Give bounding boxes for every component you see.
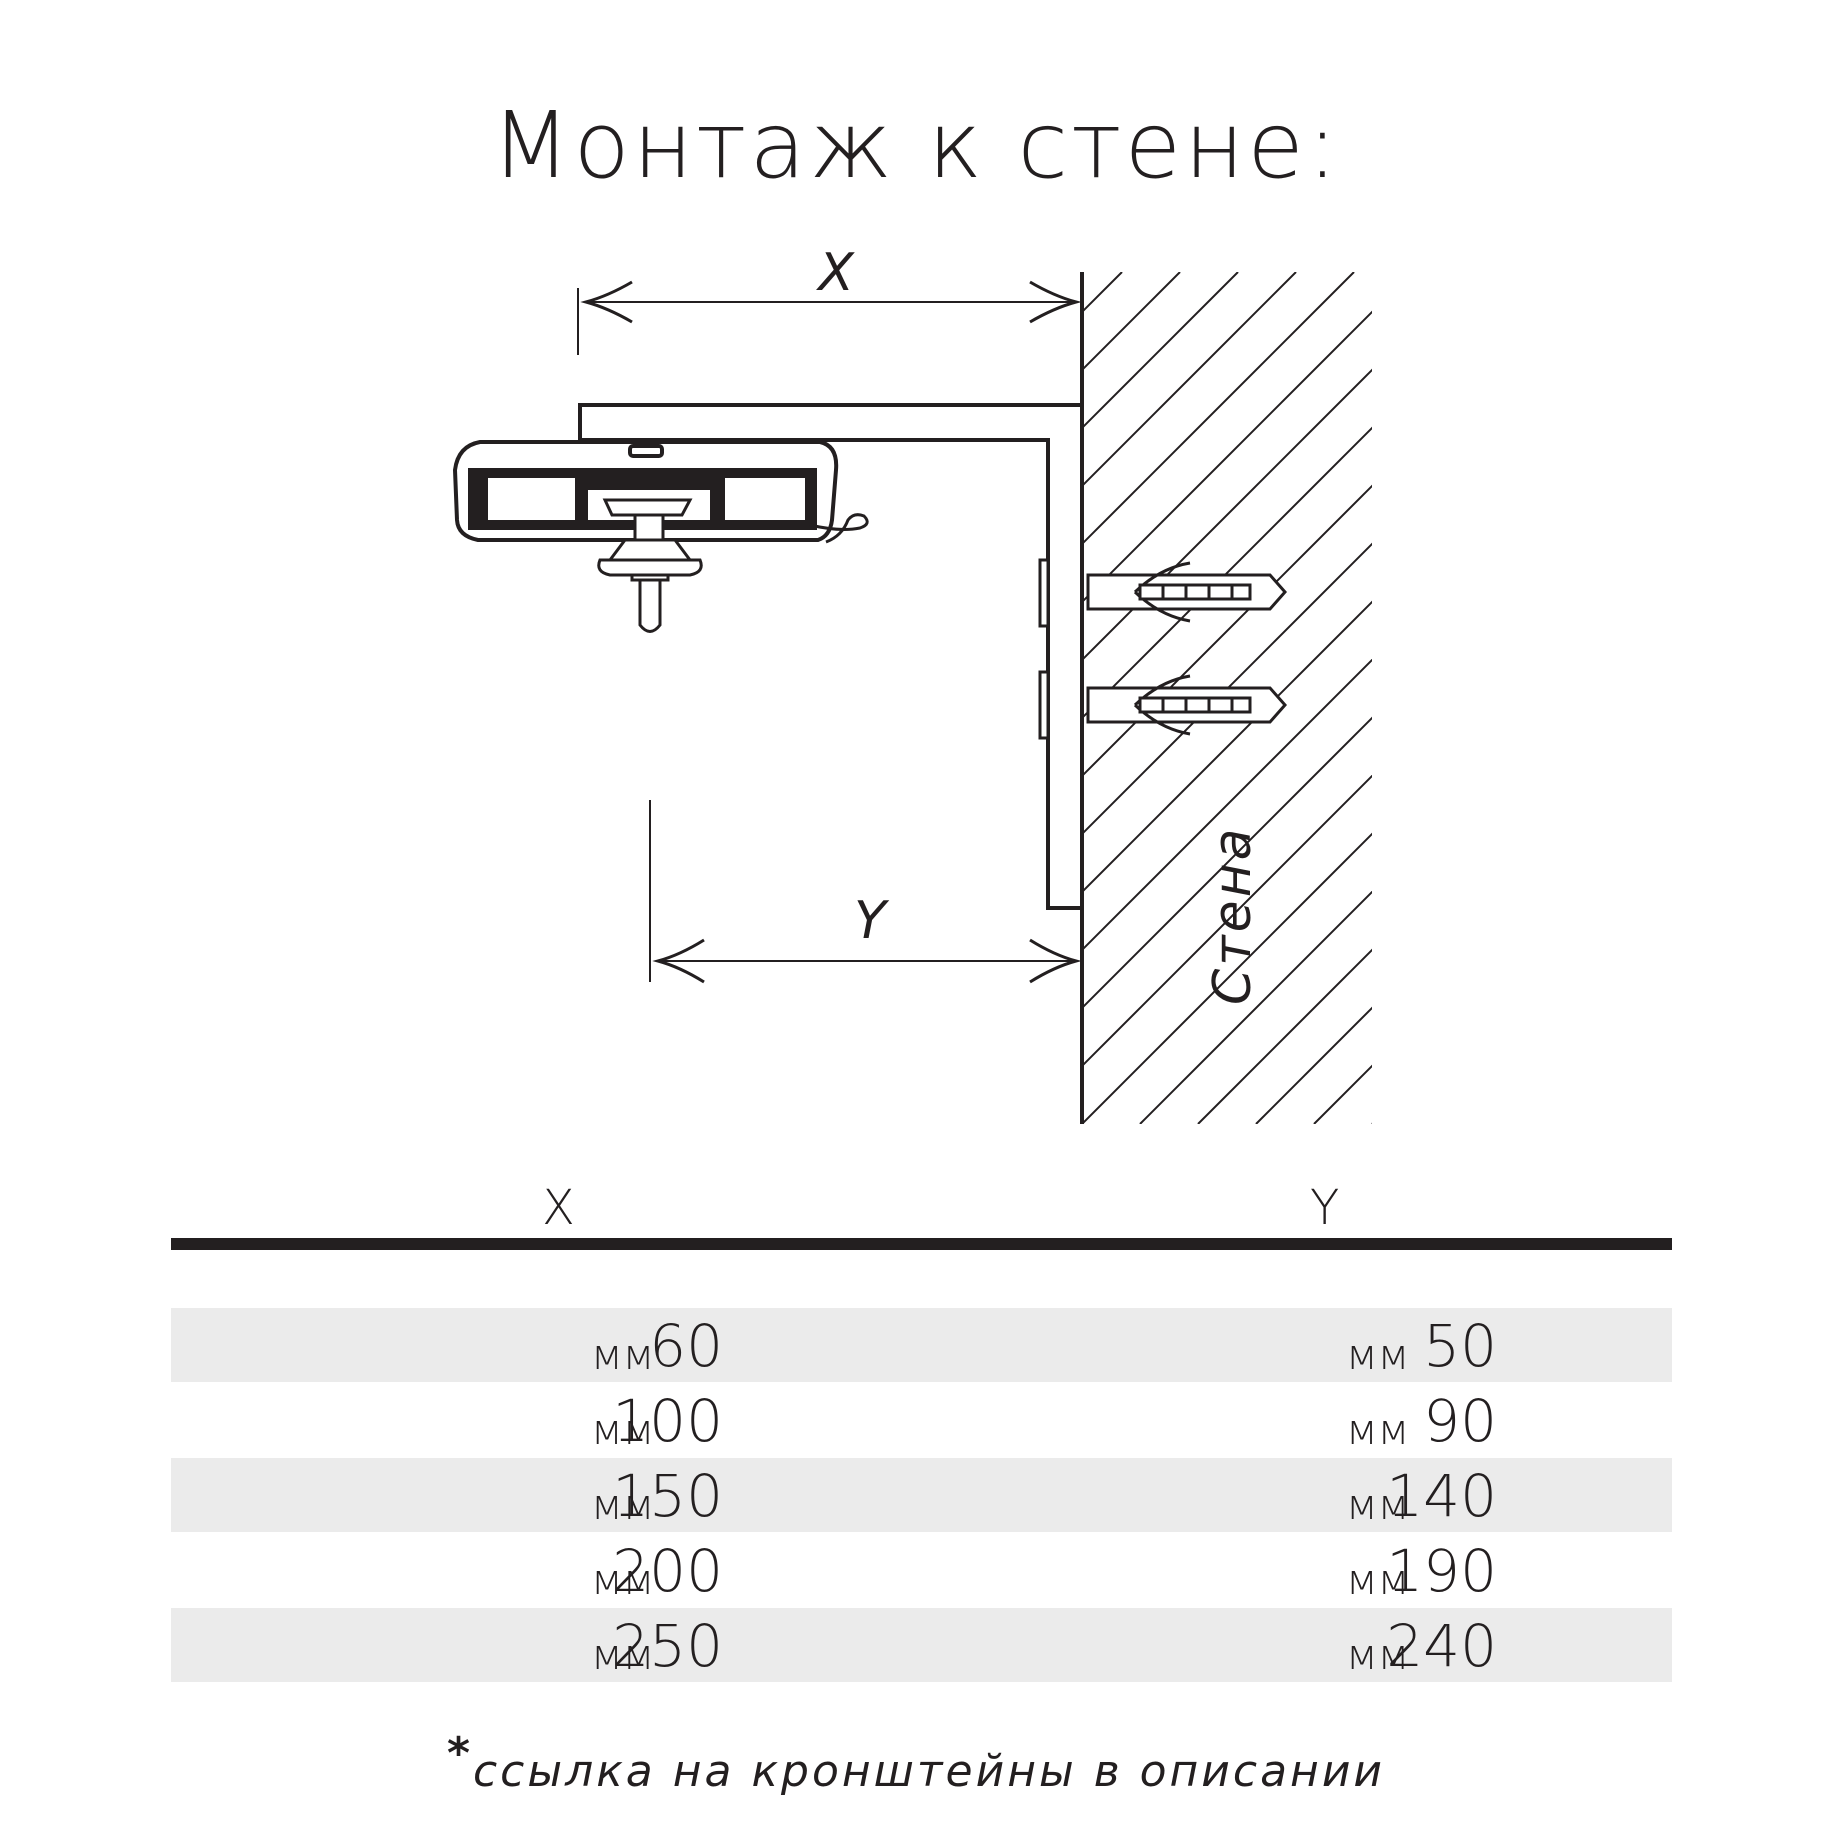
- y-value: 190: [1386, 1537, 1497, 1605]
- hatch-line: [1430, 272, 1832, 1124]
- footnote-asterisk: *: [446, 1728, 473, 1779]
- y-unit: мм: [1346, 1405, 1410, 1454]
- table-header-rule: [171, 1238, 1672, 1250]
- hatch-line: [1662, 272, 1832, 1124]
- y-unit: мм: [1346, 1555, 1410, 1604]
- hatch-line: [1371, 1122, 1372, 1124]
- dimension-x: [577, 280, 1082, 355]
- bracket-screw-plates: [1038, 558, 1050, 740]
- x-value: 250: [612, 1612, 723, 1680]
- hatch-line: [1488, 272, 1832, 1124]
- y-unit: мм: [1346, 1330, 1410, 1379]
- wall-anchor-upper: [1086, 561, 1288, 623]
- hatch-line: [1082, 272, 1355, 546]
- x-unit: мм: [591, 1555, 655, 1604]
- footnote: *ссылка на кронштейны в описании: [0, 1728, 1832, 1797]
- column-header-x: X: [542, 1180, 575, 1236]
- page-title: Монтаж к стене:: [491, 92, 1341, 199]
- dimension-y: [649, 800, 1082, 984]
- wall-mount-diagram: Стена X Y: [0, 243, 1832, 1124]
- y-unit: мм: [1346, 1480, 1410, 1529]
- wall-label: Стена: [1203, 826, 1263, 1005]
- hatch-line: [1082, 272, 1239, 430]
- y-value: 90: [1423, 1387, 1497, 1455]
- hatch-line: [1082, 272, 1123, 314]
- hatch-line: [1082, 832, 1372, 1124]
- hatch-line: [1139, 890, 1372, 1124]
- hatch-line: [1082, 310, 1372, 604]
- hatch-line: [1546, 272, 1832, 1124]
- hatch-line: [212, 272, 1064, 1124]
- wall-anchor-lower: [1086, 674, 1288, 736]
- x-unit: мм: [591, 1630, 655, 1679]
- x-unit: мм: [591, 1330, 655, 1379]
- x-unit: мм: [591, 1405, 655, 1454]
- y-value: 240: [1386, 1612, 1497, 1680]
- hatch-line: [1082, 774, 1372, 1068]
- y-value: 140: [1386, 1462, 1497, 1530]
- hatch-line: [1082, 716, 1372, 1010]
- x-value: 200: [612, 1537, 723, 1605]
- hatch-line: [1720, 272, 1832, 1124]
- wall-hatching: [0, 272, 1832, 1124]
- y-value: 50: [1423, 1312, 1497, 1380]
- x-value: 150: [612, 1462, 723, 1530]
- dimension-y-label: Y: [854, 891, 890, 951]
- dimension-x-label: X: [815, 243, 855, 303]
- hatch-line: [1082, 368, 1372, 662]
- x-unit: мм: [591, 1480, 655, 1529]
- hatch-line: [1604, 272, 1832, 1124]
- hatch-line: [1082, 658, 1372, 952]
- hatch-line: [38, 272, 890, 1124]
- hatch-line: [96, 272, 948, 1124]
- hatch-line: [1082, 272, 1297, 488]
- footnote-text: ссылка на кронштейны в описании: [472, 1746, 1386, 1797]
- curtain-rail-profile: [452, 440, 869, 544]
- hatch-line: [1197, 948, 1372, 1124]
- hatch-line: [1313, 1064, 1372, 1124]
- hatch-line: [154, 272, 1006, 1124]
- column-header-y: Y: [1310, 1180, 1340, 1236]
- hatch-line: [0, 272, 832, 1124]
- y-unit: мм: [1346, 1630, 1410, 1679]
- x-value: 60: [649, 1312, 723, 1380]
- hatch-line: [0, 272, 774, 1124]
- curtain-runner: [597, 498, 703, 633]
- hatch-line: [1778, 272, 1832, 1124]
- x-value: 100: [612, 1387, 723, 1455]
